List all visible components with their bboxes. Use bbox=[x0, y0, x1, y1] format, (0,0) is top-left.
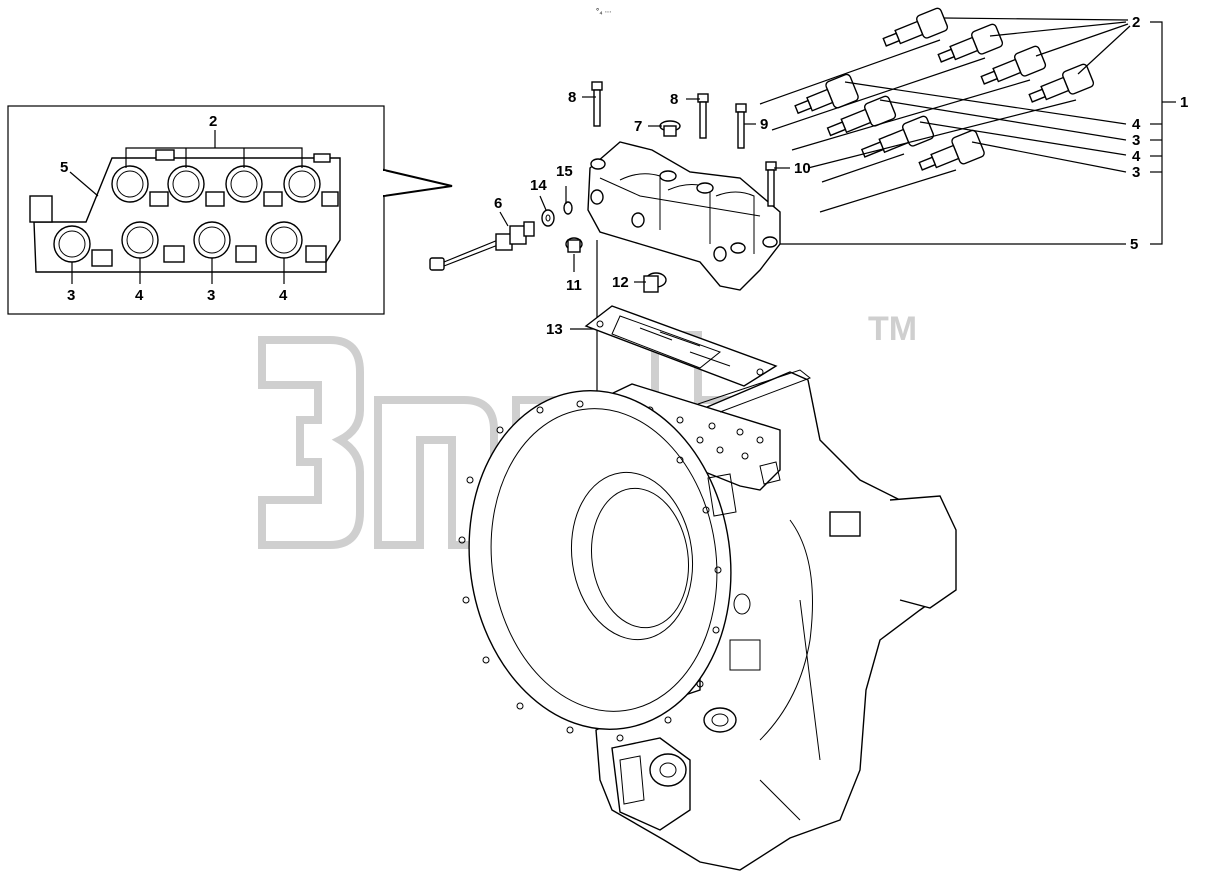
watermark-letter-2 bbox=[374, 396, 498, 549]
inset-frame bbox=[7, 105, 385, 315]
bell-housing bbox=[468, 389, 732, 731]
inset-label-5: 5 bbox=[60, 159, 68, 176]
callout-3-lower: 3 bbox=[1132, 164, 1140, 181]
callout-8-right: 8 bbox=[670, 91, 678, 108]
inset-pointer bbox=[383, 168, 453, 198]
watermark-tm: TM bbox=[868, 310, 917, 348]
gasket bbox=[584, 305, 778, 387]
flange-holes bbox=[458, 400, 722, 742]
callout-11: 11 bbox=[566, 277, 582, 294]
callout-12: 12 bbox=[612, 274, 629, 291]
inset-label-3a: 3 bbox=[67, 287, 75, 304]
callout-10: 10 bbox=[794, 160, 811, 177]
callout-1: 1 bbox=[1180, 94, 1188, 111]
leaders-right bbox=[759, 17, 1176, 245]
callout-6: 6 bbox=[494, 195, 502, 212]
callout-14: 14 bbox=[530, 177, 547, 194]
valve-block bbox=[587, 141, 781, 291]
inset-valve-block bbox=[33, 157, 341, 273]
callout-13: 13 bbox=[546, 321, 563, 338]
callout-15: 15 bbox=[556, 163, 573, 180]
callout-7: 7 bbox=[634, 118, 642, 135]
transmission-housing bbox=[458, 369, 957, 871]
bolts bbox=[591, 81, 777, 207]
callout-5: 5 bbox=[1130, 236, 1138, 253]
callout-3-upper: 3 bbox=[1132, 132, 1140, 149]
callout-4-upper: 4 bbox=[1132, 116, 1141, 133]
inset-connector bbox=[29, 195, 53, 223]
callout-4-lower: 4 bbox=[1132, 148, 1141, 165]
callout-9: 9 bbox=[760, 116, 768, 133]
inset-label-4b: 4 bbox=[279, 287, 288, 304]
solenoid-valves bbox=[794, 7, 1095, 171]
inset-label-2: 2 bbox=[209, 113, 217, 130]
watermark-letter-1 bbox=[258, 336, 364, 549]
inset-detail: 2 5 3 4 3 4 bbox=[7, 105, 453, 315]
callout-2: 2 bbox=[1132, 14, 1140, 31]
callout-8-left: 8 bbox=[568, 89, 576, 106]
inset-lower-solenoids bbox=[53, 221, 327, 267]
sensor-assembly bbox=[429, 201, 667, 293]
inset-upper-solenoids bbox=[111, 165, 339, 207]
inset-label-4a: 4 bbox=[135, 287, 144, 304]
header-code: °₄ ∙∙∙ bbox=[596, 7, 611, 16]
inset-label-3b: 3 bbox=[207, 287, 215, 304]
